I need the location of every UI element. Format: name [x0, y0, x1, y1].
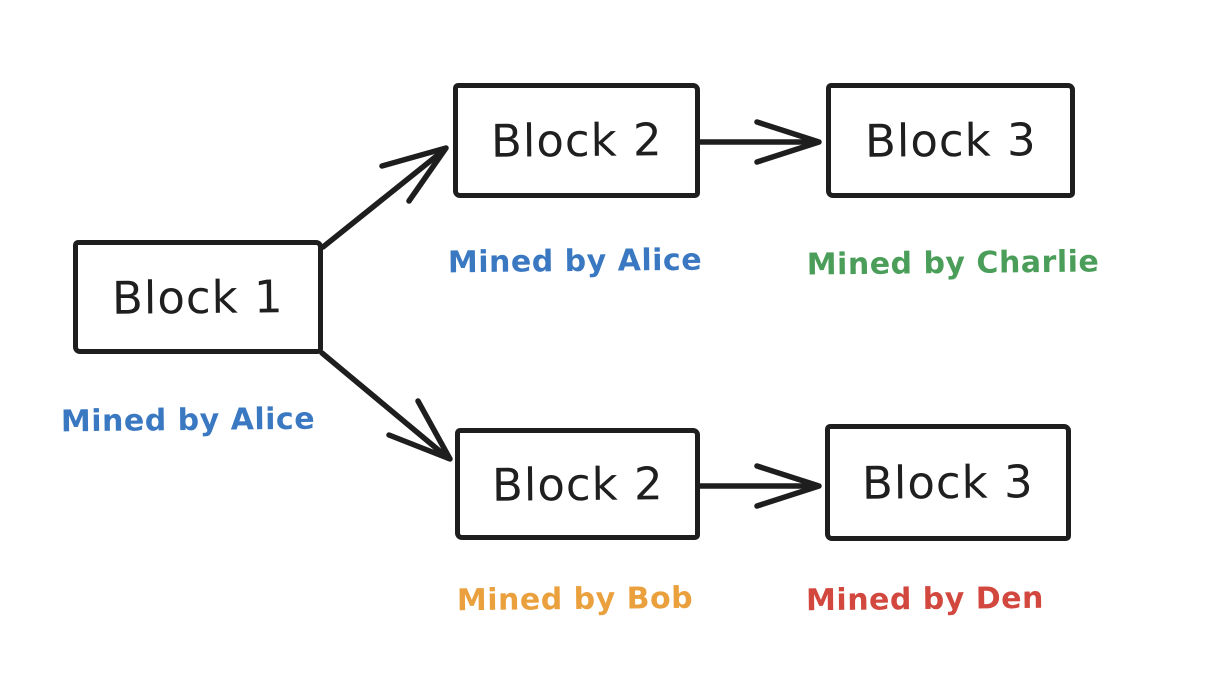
- node-block3-top-label: Block 3: [864, 113, 1037, 168]
- arrow-block2-bottom-to-block3-bottom: [697, 463, 822, 509]
- node-block1-label: Block 1: [111, 269, 285, 325]
- miner-label-block2-bottom: Mined by Bob: [456, 580, 694, 619]
- miner-label-block2-top: Mined by Alice: [447, 242, 703, 281]
- node-block2-bottom-label: Block 2: [491, 456, 664, 512]
- node-block1: Block 1: [73, 240, 323, 354]
- miner-label-block1: Mined by Alice: [60, 401, 316, 440]
- miner-label-block3-bottom: Mined by Den: [805, 580, 1045, 619]
- arrow-block1-to-block2-top: [320, 145, 449, 250]
- arrow-block2-top-to-block3-top: [697, 119, 822, 165]
- node-block2-top-label: Block 2: [490, 113, 663, 168]
- node-block3-top: Block 3: [826, 83, 1075, 198]
- arrow-block1-to-block2-bottom: [319, 350, 453, 462]
- node-block3-bottom: Block 3: [825, 424, 1071, 541]
- node-block2-bottom: Block 2: [455, 428, 700, 540]
- node-block2-top: Block 2: [453, 83, 700, 198]
- node-block3-bottom-label: Block 3: [861, 455, 1035, 510]
- miner-label-block3-top: Mined by Charlie: [806, 244, 1100, 283]
